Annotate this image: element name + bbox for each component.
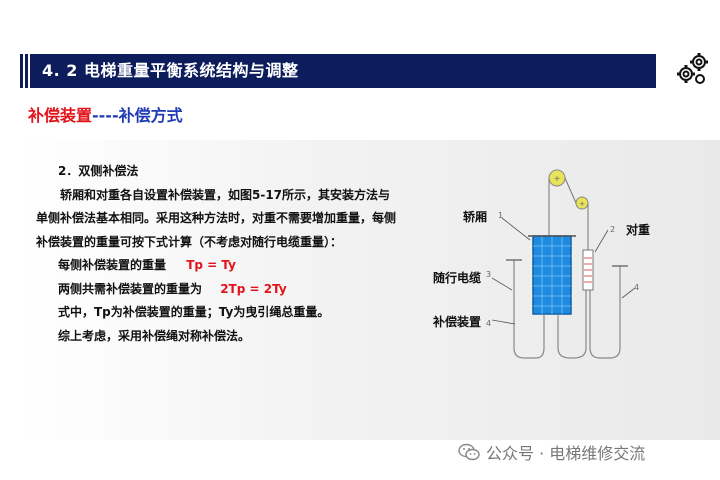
each-side-formula: Tp = Ty xyxy=(186,258,236,272)
travelling-cable xyxy=(513,260,545,359)
method-paragraph: 轿厢和对重各自设置补偿装置，如图5-17所示，其安装方法与单侧补偿法基本相同。采… xyxy=(36,187,397,249)
subtitle-blue: ----补偿方式 xyxy=(92,106,183,125)
compensation-diagram: + + xyxy=(486,169,639,359)
gears-icon xyxy=(677,53,708,84)
diagram-number: 3 xyxy=(486,270,491,279)
both-side-label: 两侧共需补偿装置的重量为 xyxy=(58,281,203,296)
diagram-number: 1 xyxy=(498,211,503,220)
both-side-formula: 2Tp = 2Ty xyxy=(220,281,287,296)
text-block: 2．双侧补偿法 轿厢和对重各自设置补偿装置，如图5-17所示，其安装方法与单侧补… xyxy=(36,160,396,348)
svg-text:+: + xyxy=(554,174,561,183)
section-subtitle: 补偿装置----补偿方式 xyxy=(28,102,183,126)
label-counterweight: 对重 xyxy=(626,223,651,237)
formula-line-2: 两侧共需补偿装置的重量为 2Tp = 2Ty xyxy=(36,278,396,302)
formula-line-1: 每侧补偿装置的重量 Tp = Ty xyxy=(36,254,396,278)
header-stripes xyxy=(20,54,34,88)
header-bar xyxy=(20,54,656,88)
diagram-number: 4 xyxy=(634,283,639,292)
content-panel xyxy=(20,140,720,440)
watermark: 公众号 · 电梯维修交流 xyxy=(458,440,645,464)
diagram-number: 4 xyxy=(486,319,491,328)
label-car: 轿厢 xyxy=(463,210,488,224)
explain-line: 式中，Tp为补偿装置的重量；Ty为曳引绳总重量。 xyxy=(58,305,330,319)
method-heading: 2．双侧补偿法 xyxy=(58,164,139,178)
diagram-number: 2 xyxy=(610,225,615,234)
conclusion-line: 综上考虑，采用补偿绳对称补偿法。 xyxy=(58,328,251,343)
wechat-icon xyxy=(458,443,480,461)
page-title: 4. 2 电梯重量平衡系统结构与调整 xyxy=(42,61,299,80)
label-travelling-cable: 随行电缆 xyxy=(433,271,482,285)
subtitle-red: 补偿装置 xyxy=(28,106,93,125)
label-compensation-device: 补偿装置 xyxy=(433,315,482,329)
svg-text:+: + xyxy=(579,200,585,208)
compensation-chain-car xyxy=(557,290,587,359)
compensation-chain-cw xyxy=(589,266,621,359)
watermark-text: 公众号 · 电梯维修交流 xyxy=(486,444,646,463)
hoist-rope-link xyxy=(564,177,577,204)
each-side-label: 每侧补偿装置的重量 xyxy=(58,258,167,272)
